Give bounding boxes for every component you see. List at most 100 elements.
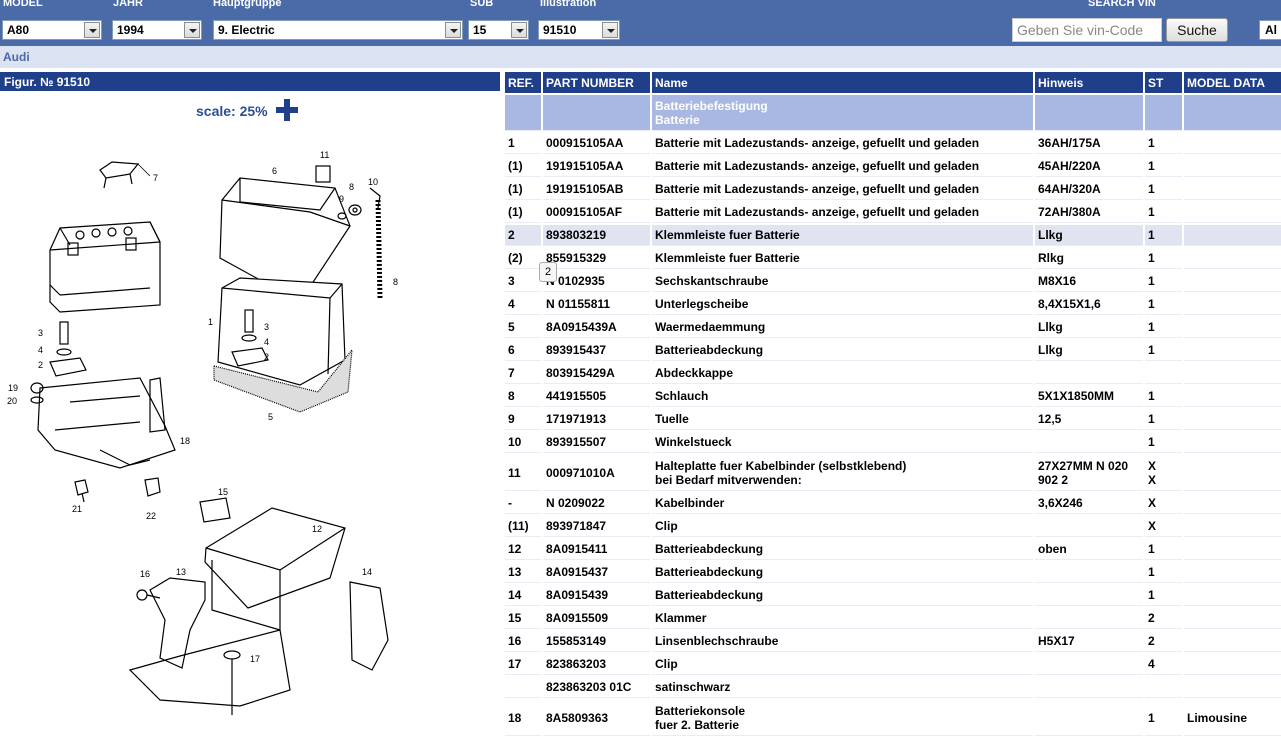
chevron-down-icon[interactable] [184, 22, 200, 38]
name-cell: Klammer [652, 608, 1033, 629]
ref-cell: 2 [505, 225, 541, 246]
part-number-cell: 8A0915411 [543, 539, 650, 560]
ref-cell: 4 [505, 294, 541, 315]
model-label: MODEL [3, 0, 43, 9]
col-header-part-number: PART NUMBER [543, 72, 650, 93]
hauptgruppe-select[interactable]: 9. Electric [213, 20, 463, 40]
model-data-cell [1184, 386, 1281, 407]
ref-cell: 17 [505, 654, 541, 675]
model-data-cell [1184, 631, 1281, 652]
model-data-cell [1184, 340, 1281, 361]
name-cell: Winkelstueck [652, 432, 1033, 453]
col-header-model-data: MODEL DATA [1184, 72, 1281, 93]
name-cell: Batterieabdeckung [652, 562, 1033, 583]
hinweis-cell: 8,4X15X1,6 [1035, 294, 1143, 315]
st-cell: 1 [1145, 133, 1182, 154]
name-cell: Linsenblechschraube [652, 631, 1033, 652]
hinweis-cell [1035, 432, 1143, 453]
col-header-st: ST [1145, 72, 1182, 93]
diagram-callout-labels: 7 6 11 8 9 10 8 1 3 4 2 5 3 4 2 19 20 18… [7, 150, 398, 664]
chevron-down-icon[interactable] [511, 22, 527, 38]
col-header-name: Name [652, 72, 1033, 93]
st-cell: 4 [1145, 654, 1182, 675]
search-vin-label: SEARCH VIN [1088, 0, 1156, 9]
col-header-ref: REF. [505, 72, 541, 93]
search-button[interactable]: Suche [1166, 18, 1228, 42]
ref-cell: 8 [505, 386, 541, 407]
ref-cell: (1) [505, 179, 541, 200]
name-cell: Waermedaemmung [652, 317, 1033, 338]
part-number-cell: 155853149 [543, 631, 650, 652]
hinweis-cell [1035, 363, 1143, 384]
part-number-cell: 893971847 [543, 516, 650, 537]
name-cell: Tuelle [652, 409, 1033, 430]
model-data-cell [1184, 608, 1281, 629]
name-cell: Batterie mit Ladezustands- anzeige, gefu… [652, 202, 1033, 223]
diagram-label: 11 [320, 150, 329, 160]
model-data-cell [1184, 654, 1281, 675]
st-cell: 1 [1145, 317, 1182, 338]
vin-search-input[interactable] [1012, 18, 1162, 42]
hinweis-cell: 36AH/175A [1035, 133, 1143, 154]
chevron-down-icon[interactable] [84, 22, 100, 38]
diagram-label: 14 [362, 567, 372, 577]
name-cell: Clip [652, 516, 1033, 537]
hinweis-cell: Llkg [1035, 317, 1143, 338]
name-cell: Batterie mit Ladezustands- anzeige, gefu… [652, 156, 1033, 177]
diagram-label: 20 [7, 396, 17, 406]
model-select[interactable]: A80 [2, 20, 102, 40]
diagram-label: 5 [268, 412, 273, 422]
jahr-select[interactable]: 1994 [112, 20, 202, 40]
diagram-label: 1 [208, 317, 213, 327]
hinweis-cell: oben [1035, 539, 1143, 560]
model-data-cell [1184, 493, 1281, 514]
hinweis-cell: 3,6X246 [1035, 493, 1143, 514]
model-data-cell [1184, 585, 1281, 606]
chevron-down-icon[interactable] [602, 22, 618, 38]
chevron-down-icon[interactable] [445, 22, 461, 38]
language-select[interactable]: Al [1259, 20, 1281, 40]
ref-cell: 13 [505, 562, 541, 583]
model-data-cell [1184, 409, 1281, 430]
diagram-hotspot-badge[interactable]: 2 [539, 262, 557, 282]
st-cell: 1 [1145, 156, 1182, 177]
sub-select[interactable]: 15 [468, 20, 529, 40]
st-cell: 1 [1145, 179, 1182, 200]
st-cell: 1 [1145, 386, 1182, 407]
model-data-cell [1184, 225, 1281, 246]
part-number-cell: 803915429A [543, 363, 650, 384]
illustration-select[interactable]: 91510 [538, 20, 620, 40]
diagram-label: 6 [272, 166, 277, 176]
brand-link[interactable]: Audi [3, 50, 30, 64]
brand-bar: Audi [0, 46, 1281, 68]
zoom-in-icon[interactable] [276, 99, 298, 121]
name-cell: Clip [652, 654, 1033, 675]
hinweis-cell: 45AH/220A [1035, 156, 1143, 177]
model-data-cell [1184, 156, 1281, 177]
